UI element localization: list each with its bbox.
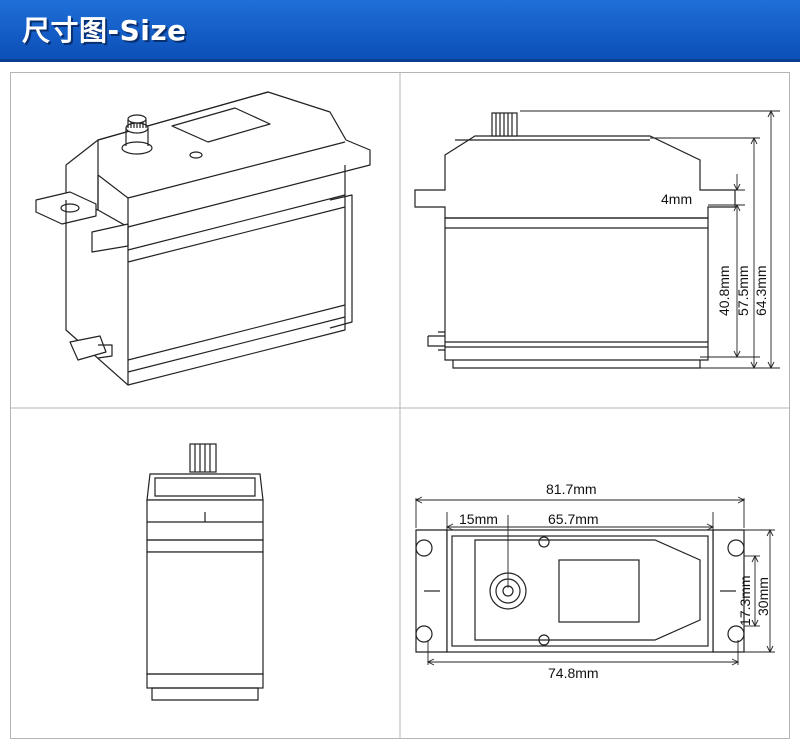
dim-30mm: 30mm (755, 577, 771, 616)
header-bar: 尺寸图-Size (0, 0, 800, 62)
front-view (146, 443, 264, 701)
dim-81-7mm: 81.7mm (546, 481, 597, 497)
dim-40-8mm: 40.8mm (716, 265, 732, 316)
isometric-view (35, 91, 371, 386)
side-view (414, 112, 736, 369)
dim-65-7mm: 65.7mm (548, 511, 599, 527)
dim-4mm: 4mm (661, 191, 692, 207)
side-dimension-lines (520, 109, 780, 370)
page-title: 尺寸图-Size (22, 14, 187, 47)
dim-17-3mm: 17.3mm (737, 575, 753, 626)
top-view (415, 529, 745, 653)
dim-15mm: 15mm (459, 511, 498, 527)
dim-74-8mm: 74.8mm (548, 665, 599, 681)
dim-57-5mm: 57.5mm (735, 265, 751, 316)
dim-64-3mm: 64.3mm (753, 265, 769, 316)
top-dimension-lines (414, 496, 775, 666)
